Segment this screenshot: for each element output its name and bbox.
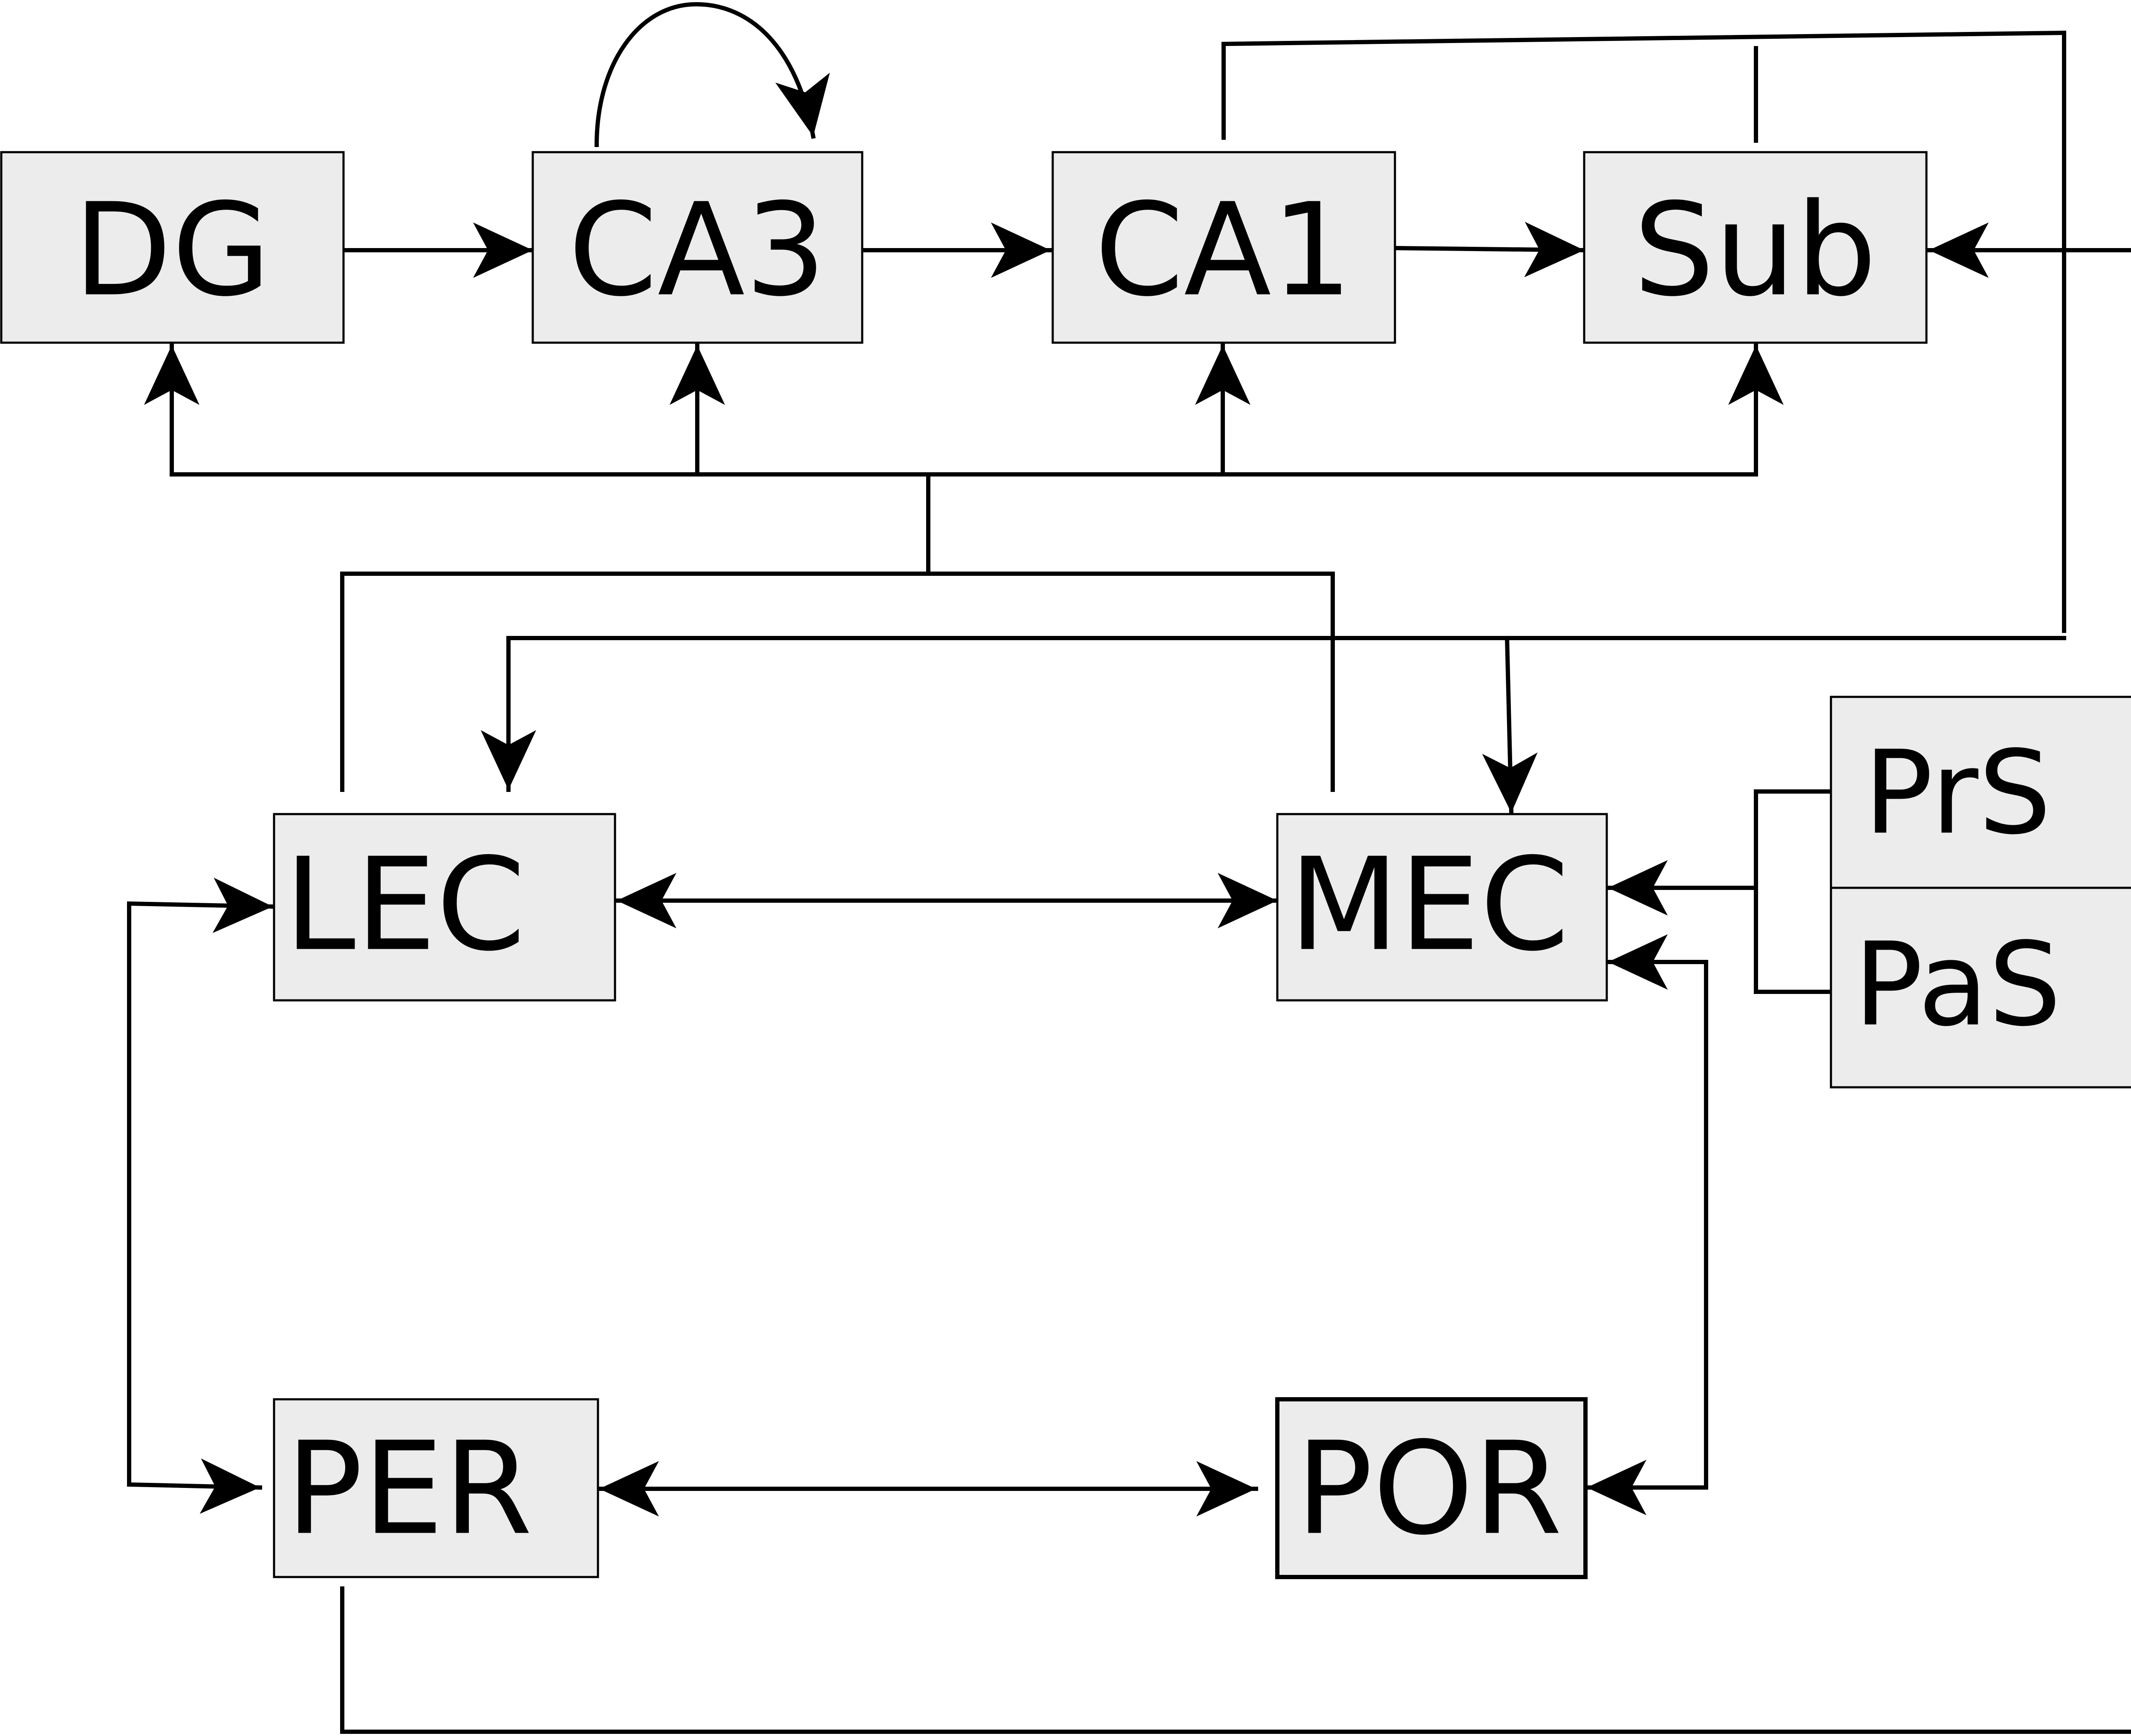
node-sub: Sub [1583,151,1928,344]
node-sub-label: Sub [1634,176,1877,325]
node-pas: PaS [1830,887,2131,1089]
node-lec-label: LEC [284,831,526,979]
connections [127,2,2131,1734]
node-mec: MEC [1276,813,1608,1002]
edge-lec-per [127,1458,263,1514]
node-prs-label: PrS [1864,726,2051,860]
edge-ca1-sub [1392,222,1587,277]
node-ca3: CA3 [531,151,863,344]
edge-per-lec [127,878,275,933]
edge-ca3-recurrent [594,2,830,147]
node-pas-label: PaS [1854,918,2062,1052]
node-por: POR [1275,1397,1588,1579]
node-prs: PrS [1830,696,2131,889]
node-lec: LEC [273,813,616,1002]
node-por-label: POR [1296,1415,1562,1563]
node-per: PER [273,1398,599,1578]
node-dg-label: DG [73,176,271,325]
presubiculum-bracket [1754,789,1833,994]
edge-output-mec [1482,635,1538,815]
output-return-line [1221,30,2066,633]
edge-per-sub [340,222,2131,1734]
node-per-label: PER [286,1415,533,1563]
node-dg: DG [0,151,345,344]
node-ca3-label: CA3 [568,176,826,325]
node-ca1: CA1 [1051,151,1396,344]
node-ca1-label: CA1 [1094,176,1353,325]
node-mec-label: MEC [1289,831,1569,979]
